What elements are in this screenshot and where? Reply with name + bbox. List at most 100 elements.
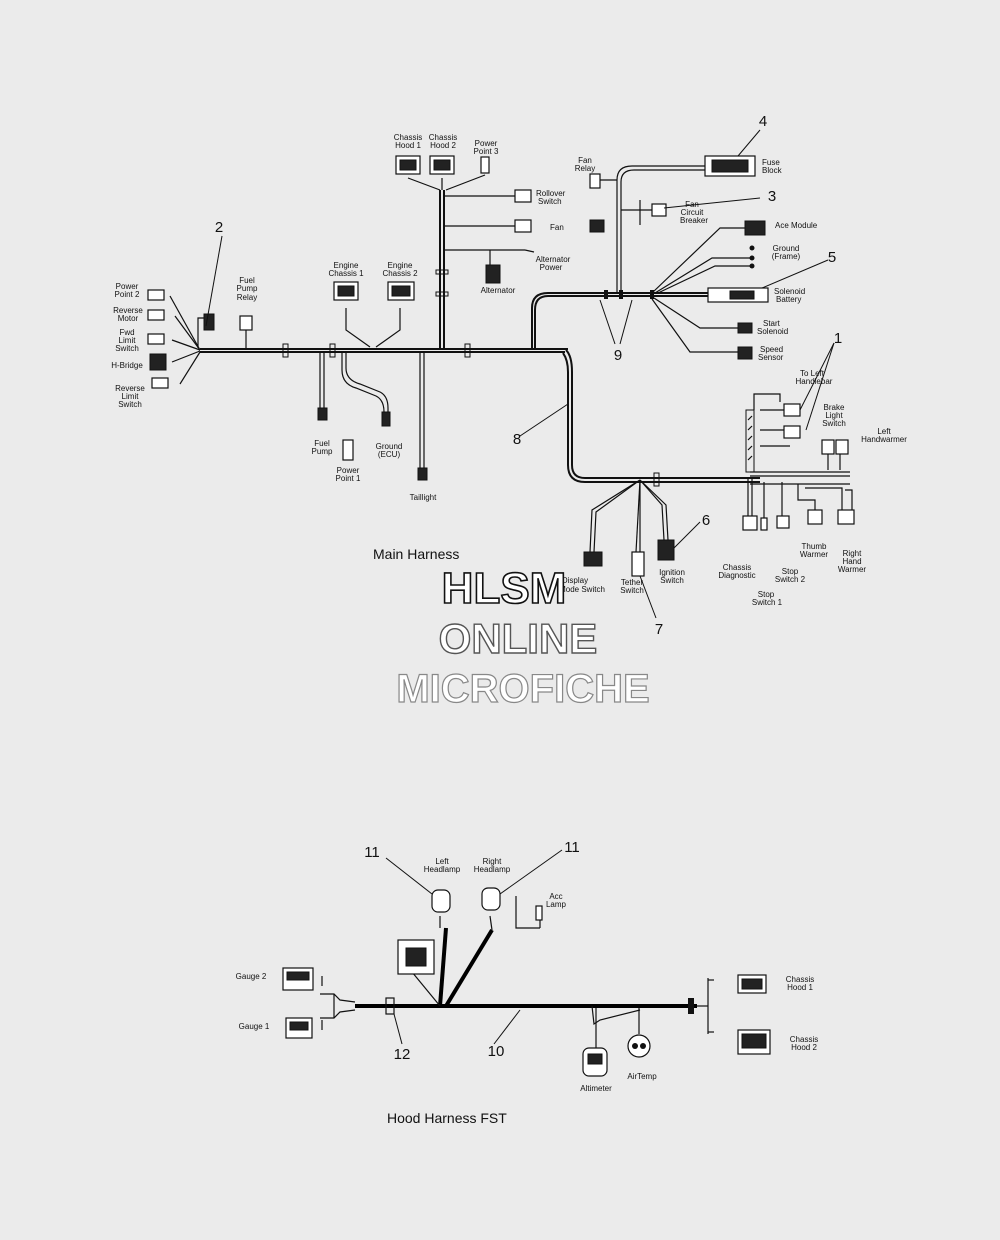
fan-circuit-breaker-connector bbox=[651, 203, 667, 217]
power-point-1-connector bbox=[342, 439, 354, 461]
watermark-line-2: ONLINE bbox=[439, 615, 598, 662]
fuel-pump-relay-connector bbox=[239, 315, 253, 331]
air-temp-connector bbox=[627, 1034, 651, 1058]
hood-harness-wires bbox=[320, 896, 714, 1048]
brake-light-switch-connector bbox=[821, 439, 835, 455]
fwd-limit-switch-connector bbox=[147, 333, 165, 345]
hood-harness-title: Hood Harness FST bbox=[387, 1110, 507, 1126]
h-bridge-connector bbox=[149, 353, 167, 371]
taillight-connector bbox=[417, 467, 428, 481]
label-h-bridge: H-Bridge bbox=[111, 361, 143, 370]
acc-lamp-connector bbox=[535, 905, 543, 921]
stop-switch-1-connector bbox=[760, 517, 768, 531]
hood-harness-leaders bbox=[385, 849, 563, 1045]
fan-relay-connector bbox=[589, 173, 601, 189]
start-solenoid-connector bbox=[737, 322, 753, 334]
label-gauge-1: Gauge 1 bbox=[239, 1022, 270, 1031]
thumb-warmer-connector bbox=[807, 509, 823, 525]
label-air-temp: AirTemp bbox=[627, 1072, 657, 1081]
fuel-pump-connector bbox=[317, 407, 328, 421]
watermark: HLSM ONLINE MICROFICHE bbox=[396, 563, 651, 711]
callout-8: 8 bbox=[513, 431, 521, 448]
callout-5: 5 bbox=[828, 249, 836, 266]
main-harness-title: Main Harness bbox=[373, 546, 459, 562]
main-harness-wires bbox=[169, 165, 853, 553]
callout-9: 9 bbox=[614, 347, 622, 364]
callout-1: 1 bbox=[834, 330, 842, 347]
main-harness-connectors bbox=[147, 155, 855, 577]
rollover-switch-connector bbox=[514, 189, 532, 203]
alternator-connector bbox=[485, 264, 501, 284]
display-mode-switch-connector bbox=[583, 551, 603, 567]
callout-4: 4 bbox=[759, 113, 767, 130]
hood-harness-connectors bbox=[282, 887, 771, 1077]
ace-module-connector bbox=[744, 220, 766, 236]
left-handwarmer-connector bbox=[835, 439, 849, 455]
label-altimeter: Altimeter bbox=[580, 1084, 612, 1093]
reverse-limit-switch-connector bbox=[151, 377, 169, 389]
left-headlamp-connector bbox=[431, 889, 451, 913]
main-harness-leaders bbox=[205, 129, 835, 619]
reverse-motor-connector bbox=[147, 309, 165, 321]
speed-sensor-connector bbox=[737, 346, 753, 360]
stop-switch-2-connector bbox=[776, 515, 790, 529]
label-ace-module: Ace Module bbox=[775, 221, 818, 230]
label-gauge-2: Gauge 2 bbox=[236, 972, 267, 981]
callout-10: 10 bbox=[488, 1043, 505, 1060]
ground-ecu-connector bbox=[381, 411, 391, 427]
chassis-diagnostic-connector bbox=[742, 515, 758, 531]
label-ground-frame: Ground(Frame) bbox=[772, 244, 801, 261]
fan-connector bbox=[514, 219, 532, 233]
label-fan: Fan bbox=[550, 223, 564, 232]
watermark-line-3: MICROFICHE bbox=[396, 667, 649, 711]
label-taillight: Taillight bbox=[410, 493, 437, 502]
watermark-line-1: HLSM bbox=[442, 564, 567, 613]
right-headlamp-connector bbox=[481, 887, 501, 911]
label-ground-ecu: Ground(ECU) bbox=[376, 442, 403, 459]
callout-6: 6 bbox=[702, 512, 710, 529]
tether-switch-connector bbox=[631, 551, 645, 577]
right-hand-warmer-connector bbox=[837, 509, 855, 525]
ignition-switch-connector bbox=[657, 539, 675, 561]
